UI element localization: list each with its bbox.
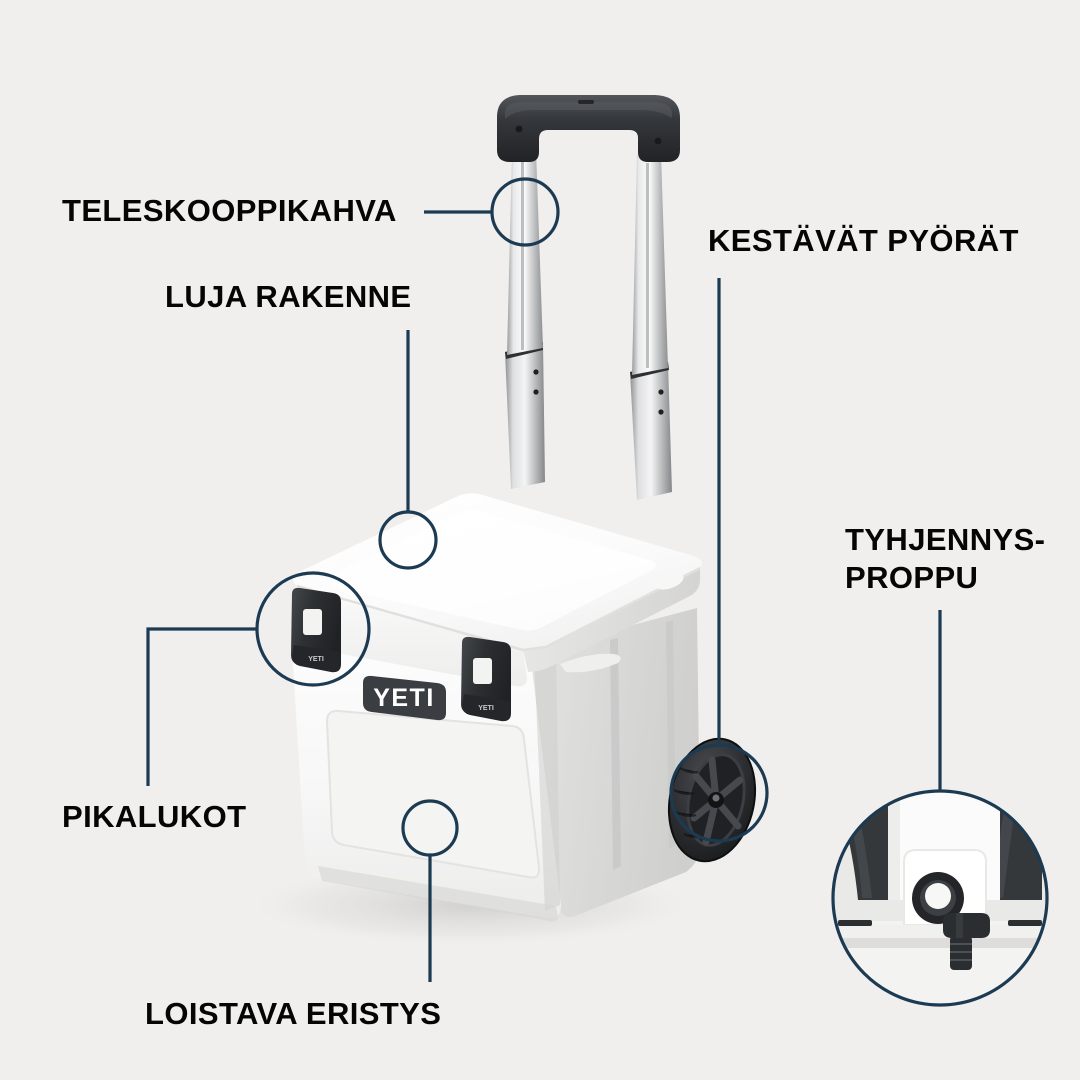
label-great-insulation: LOISTAVA ERISTYS (145, 996, 442, 1031)
label-quick-latches: PIKALUKOT (62, 799, 247, 834)
label-telescopic-handle: TELESKOOPPIKAHVA (62, 193, 397, 228)
drain-plug-detail (833, 791, 1047, 1005)
svg-text:YETI: YETI (478, 705, 494, 712)
latch-right: YETI (461, 636, 511, 722)
svg-text:YETI: YETI (373, 684, 435, 712)
latch-left: YETI (291, 587, 341, 673)
label-drain-plug: TYHJENNYS- PROPPU (845, 522, 1046, 595)
yeti-badge: YETI (363, 675, 446, 721)
telescoping-handle (497, 95, 680, 500)
label-durable-wheels: KESTÄVÄT PYÖRÄT (708, 223, 1019, 258)
label-sturdy-construction: LUJA RAKENNE (165, 279, 412, 314)
svg-text:YETI: YETI (308, 656, 324, 663)
